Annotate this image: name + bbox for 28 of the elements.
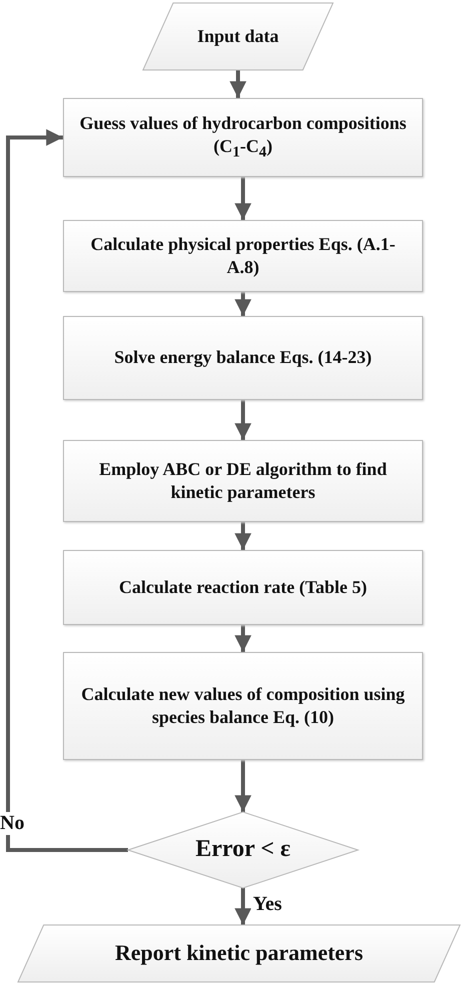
node-text: Guess values of hydrocarbon compositions (C$_{1}$-C$_{4}$) — [78, 112, 408, 163]
process-box — [63, 220, 423, 292]
arrow — [234, 760, 252, 812]
process-box — [63, 316, 423, 400]
input-output-parallelogram — [143, 3, 333, 70]
input-output-parallelogram — [18, 925, 460, 982]
arrow — [234, 888, 252, 925]
node-text: Error < ε — [194, 835, 292, 864]
process-box — [63, 440, 423, 522]
arrow — [234, 177, 252, 220]
arrow — [234, 400, 252, 440]
node-text: Calculate physical properties Eqs. (A.1- A.8) — [90, 232, 396, 279]
edge-label: No — [0, 812, 26, 835]
arrow — [234, 625, 252, 652]
arrow — [234, 522, 252, 550]
node-text: Solve energy balance Eqs. (14-23) — [113, 346, 373, 370]
node-text: Employ ABC or DE algorithm to find kinetic parameters — [98, 458, 388, 504]
node-text: Report kinetic parameters — [114, 939, 364, 968]
node-text: Calculate reaction rate (Table 5) — [118, 576, 368, 599]
arrow — [6, 129, 128, 852]
process-box — [63, 98, 423, 177]
node-text: Input data — [196, 24, 280, 48]
arrow — [234, 292, 252, 316]
arrow — [230, 70, 246, 98]
decision-diamond — [128, 812, 358, 888]
process-box — [63, 550, 423, 625]
process-box — [63, 652, 423, 760]
node-text: Calculate new values of composition using species balance Eq. (10) — [80, 682, 406, 729]
